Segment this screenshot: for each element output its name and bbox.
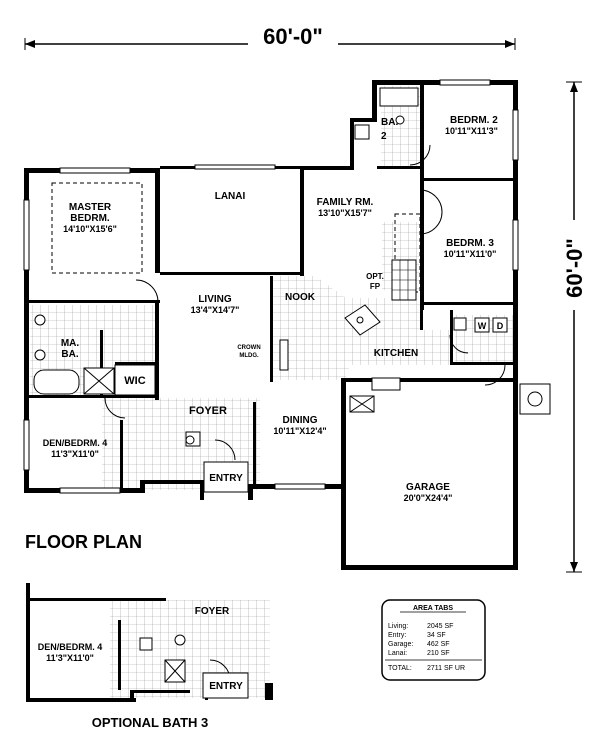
den-name: DEN/BEDRM. 4 bbox=[43, 438, 108, 448]
master-bath-line2: BA. bbox=[61, 349, 78, 360]
interior-walls bbox=[29, 85, 518, 488]
depth-dimension: 60'-0" bbox=[558, 81, 590, 573]
area-row-entry-value: 34 SF bbox=[427, 632, 446, 639]
area-row-lanai-label: Lanai: bbox=[388, 650, 407, 657]
fixtures bbox=[33, 87, 551, 447]
garage-name: GARAGE bbox=[406, 482, 450, 493]
floor-plan-title: FLOOR PLAN bbox=[25, 532, 142, 552]
den-size: 11'3"X11'0" bbox=[51, 449, 99, 459]
bedrm3-size: 10'11"X11'0" bbox=[444, 249, 497, 259]
washer-label: W bbox=[478, 321, 487, 331]
area-row-lanai-value: 210 SF bbox=[427, 650, 450, 657]
area-row-entry-label: Entry: bbox=[388, 632, 406, 639]
bath2-number: 2 bbox=[381, 131, 387, 142]
family-size: 13'10"X15'7" bbox=[318, 208, 372, 218]
foyer-name: FOYER bbox=[189, 405, 227, 417]
area-total-label: TOTAL: bbox=[388, 665, 412, 672]
living-name: LIVING bbox=[198, 294, 232, 305]
garage-size: 20'0"X24'4" bbox=[404, 493, 453, 503]
door-swings bbox=[104, 144, 506, 461]
opt-den-size: 11'3"X11'0" bbox=[46, 653, 94, 663]
living-size: 13'4"X14'7" bbox=[191, 305, 240, 315]
area-total-value: 2711 SF UR bbox=[427, 665, 465, 672]
depth-label: 60'-0" bbox=[562, 238, 587, 298]
master-tray-ceiling bbox=[51, 182, 143, 274]
family-name: FAMILY RM. bbox=[317, 197, 374, 208]
master-name2: BEDRM. bbox=[70, 213, 110, 224]
master-name1: MASTER bbox=[69, 202, 112, 213]
lanai-name: LANAI bbox=[215, 191, 246, 202]
area-row-living-label: Living: bbox=[388, 623, 408, 630]
crown-line1: CROWN bbox=[237, 345, 260, 351]
opt-foyer: FOYER bbox=[195, 606, 230, 617]
kitchen-name: KITCHEN bbox=[374, 348, 418, 359]
area-row-garage-value: 462 SF bbox=[427, 641, 450, 648]
opt-entry: ENTRY bbox=[209, 681, 243, 692]
dining-name: DINING bbox=[283, 415, 318, 426]
bedrm3-name: BEDRM. 3 bbox=[446, 238, 494, 249]
area-row-garage-label: Garage: bbox=[388, 641, 413, 648]
opt-fp-line1: OPT. bbox=[366, 272, 384, 281]
master-size: 14'10"X15'6" bbox=[63, 224, 117, 234]
crown-line2: MLDG. bbox=[239, 353, 259, 359]
dining-size: 10'11"X12'4" bbox=[273, 426, 326, 436]
area-tabs-title: AREA TABS bbox=[413, 605, 453, 612]
bath2-name: BA. bbox=[381, 117, 398, 128]
windows bbox=[23, 79, 519, 494]
optional-bath-title: OPTIONAL BATH 3 bbox=[92, 715, 209, 730]
area-row-living-value: 2045 SF bbox=[427, 623, 453, 630]
width-label: 60'-0" bbox=[263, 24, 323, 49]
opt-fp-line2: FP bbox=[370, 282, 381, 291]
bedrm2-name: BEDRM. 2 bbox=[450, 115, 498, 126]
nook-name: NOOK bbox=[285, 292, 316, 303]
opt-den-name: DEN/BEDRM. 4 bbox=[38, 642, 103, 652]
wic-name: WIC bbox=[124, 375, 145, 387]
entry-name: ENTRY bbox=[209, 473, 243, 484]
bedrm2-size: 10'11"X11'3" bbox=[445, 126, 498, 136]
optional-bath-plan: FOYER DEN/BEDRM. 4 11'3"X11'0" ENTRY bbox=[26, 583, 273, 702]
master-bath-line1: MA. bbox=[61, 338, 80, 349]
dryer-label: D bbox=[497, 321, 504, 331]
width-dimension: 60'-0" bbox=[24, 24, 516, 54]
area-tabs-box: AREA TABS Living: 2045 SF Entry: 34 SF G… bbox=[381, 599, 486, 681]
